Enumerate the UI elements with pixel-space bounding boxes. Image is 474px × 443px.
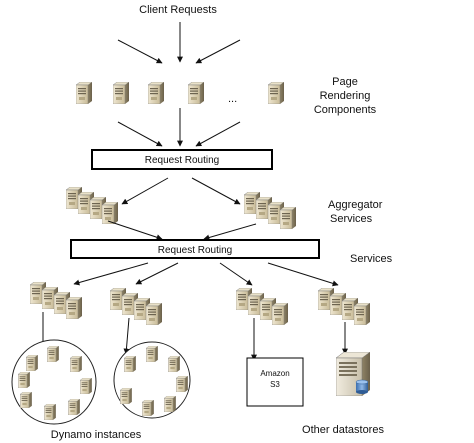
agg-to-routing-left [107,220,163,241]
services-label: Services [350,253,393,265]
client-requests-label: Client Requests [139,4,217,16]
aggregator-label-line2: Services [330,213,373,225]
aggregator-server-icon [102,202,118,224]
service-server-icon [272,303,288,325]
render-arrow-3 [195,121,241,147]
page-render-server-icon [268,82,284,104]
page-rendering-label-line1: Page [332,76,358,88]
service-arrow-1 [73,262,149,286]
amazon-s3-label-line2: S3 [270,380,280,389]
page-rendering-label-line3: Components [314,104,377,116]
aggregator-label-line1: Aggregator [328,199,383,211]
request-routing-bottom-box [70,239,320,259]
agg-to-routing-right [203,223,257,241]
client-arrow-1 [117,39,163,64]
render-arrow-1 [117,121,163,147]
client-arrow-3 [195,39,241,64]
service-server-icon [146,303,162,325]
dynamo-arrow-2 [123,317,130,355]
database-cylinder-icon [355,379,369,394]
service-server-icon [354,303,370,325]
request-routing-top-label: Request Routing [145,155,220,166]
dynamo-node-server-icon [47,346,59,362]
dynamo-node-server-icon [164,396,176,412]
dynamo-node-server-icon [18,372,30,388]
page-render-server-icon [76,82,92,104]
dynamo-node-server-icon [70,356,82,372]
dynamo-node-server-icon [44,404,56,420]
ellipsis-text: ... [228,93,237,105]
service-arrow-4 [267,262,339,287]
dynamo-instances-label: Dynamo instances [51,429,142,441]
dynamo-node-server-icon [80,378,92,394]
other-datastores-label: Other datastores [302,424,384,436]
request-routing-bottom-label: Request Routing [158,245,233,256]
service-arrow-3 [219,262,253,286]
request-routing-top-box [91,149,273,170]
page-render-server-icon [113,82,129,104]
page-render-server-icon [148,82,164,104]
dynamo-node-server-icon [20,392,32,408]
dynamo-node-server-icon [142,400,154,416]
page-render-server-icon [188,82,204,104]
aggregator-server-icon [280,207,296,229]
service-server-icon [66,297,82,319]
dynamo-node-server-icon [146,346,158,362]
service-arrow-2 [135,262,179,285]
amazon-s3-label-line1: Amazon [260,369,289,378]
agg-arrow-left [121,177,169,205]
dynamo-node-server-icon [120,388,132,404]
agg-arrow-right [191,177,241,205]
dynamo-node-server-icon [168,356,180,372]
dynamo-node-server-icon [176,376,188,392]
amazon-s3-box [246,357,304,407]
page-rendering-label-line2: Rendering [320,90,371,102]
dynamo-node-server-icon [26,355,38,371]
dynamo-node-server-icon [124,356,136,372]
dynamo-node-server-icon [68,399,80,415]
